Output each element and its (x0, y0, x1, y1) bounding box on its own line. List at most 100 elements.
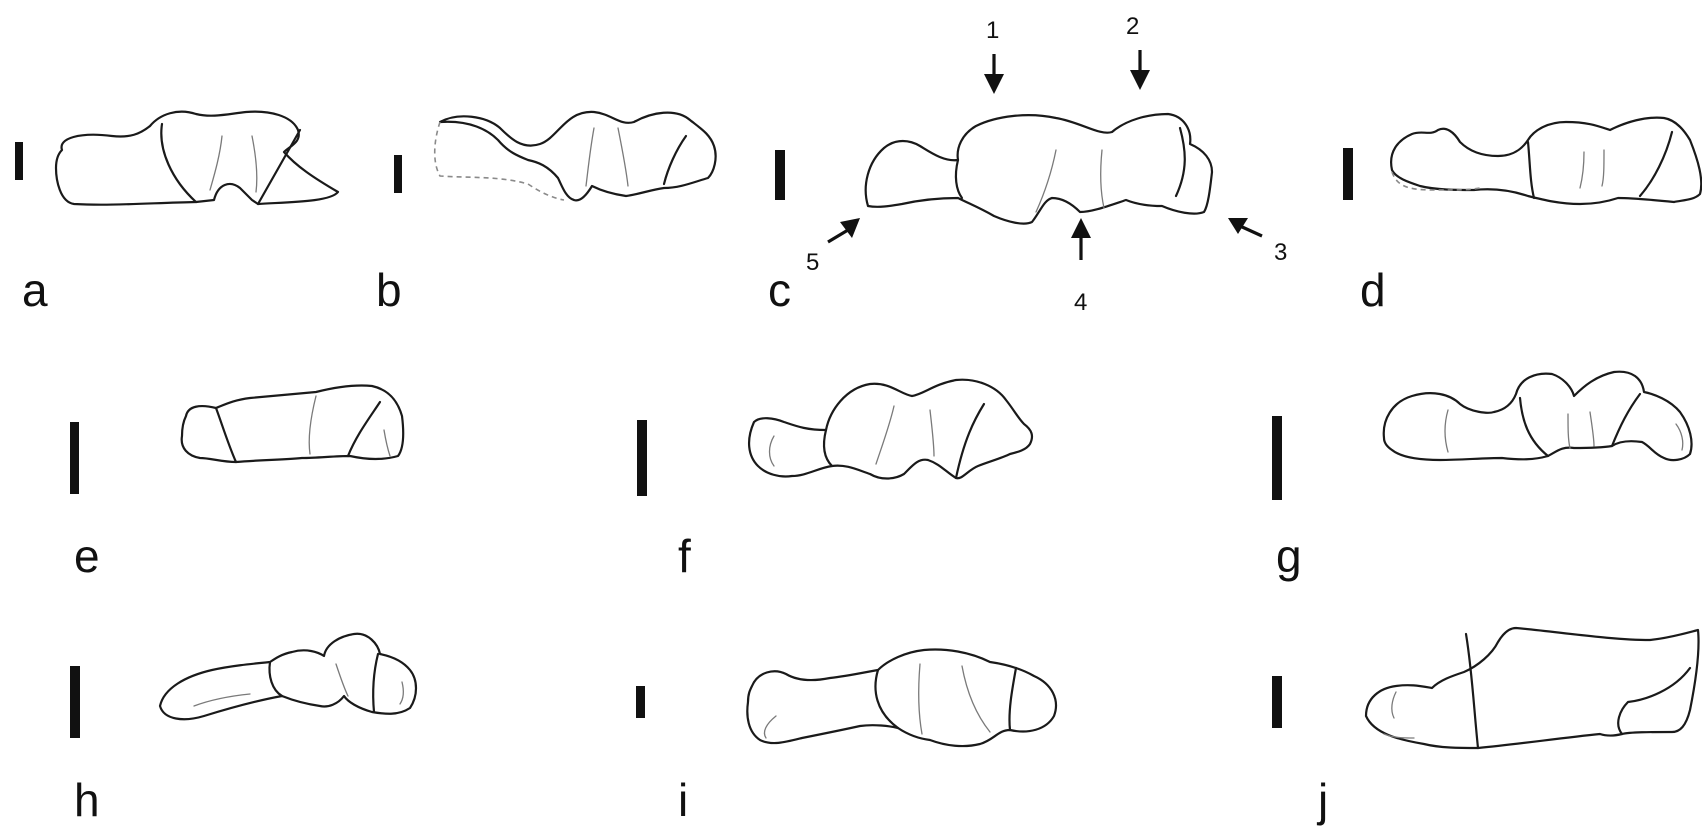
arrow-2: 2 (1126, 13, 1150, 90)
bone-joint-g1 (1518, 396, 1550, 458)
bone-joint-c1 (954, 158, 964, 200)
bone-detail-f3 (768, 435, 775, 467)
scale-bar-a (15, 142, 23, 180)
scale-bar-f (637, 420, 647, 496)
bone-detail-f1 (875, 405, 895, 465)
bone-outline-d (1390, 116, 1702, 206)
bone-joint-i1 (874, 668, 900, 730)
bone-joint-e2 (346, 400, 382, 458)
bone-detail-i2 (961, 665, 991, 733)
bone-joint-e1 (214, 406, 238, 464)
bone-joint-i2 (1008, 666, 1018, 732)
bone-joint-a1 (160, 122, 198, 204)
bone-detail-i3 (763, 715, 777, 739)
bone-joint-g2 (1610, 392, 1642, 448)
arrow-label-3: 3 (1274, 239, 1287, 266)
bone-outline-f (748, 378, 1034, 480)
bone-detail-d1 (1579, 151, 1585, 189)
arrow-3: 3 (1228, 218, 1287, 266)
panel-a: a (15, 110, 340, 316)
bone-detail-c2 (1100, 149, 1105, 209)
bone-detail-j2 (1391, 691, 1397, 719)
arrow-3-shaft (1239, 224, 1263, 238)
arrow-4-head (1071, 218, 1091, 238)
panel-b: b (376, 110, 717, 316)
bone-outline-b (438, 110, 717, 202)
scale-bar-g (1272, 416, 1282, 500)
arrow-5: 5 (806, 218, 860, 276)
panel-label-i: i (678, 774, 688, 826)
bone-joint-d2 (1638, 130, 1674, 198)
bone-detail-f2 (929, 409, 935, 457)
bone-joint-b (662, 134, 688, 186)
bone-joint-a2 (256, 128, 302, 206)
arrow-1-head (984, 74, 1004, 94)
scale-bar-d (1343, 148, 1353, 200)
panel-d: d (1343, 116, 1702, 316)
panel-label-c: c (768, 264, 791, 316)
bone-detail-a1 (209, 135, 223, 191)
bone-joint-h1 (268, 660, 284, 698)
arrow-label-5: 5 (806, 249, 819, 276)
arrow-3-head (1228, 218, 1248, 234)
arrow-label-2: 2 (1126, 13, 1139, 40)
panel-g: g (1272, 370, 1693, 582)
bone-detail-g3 (1444, 409, 1449, 453)
bone-joint-d1 (1526, 140, 1536, 200)
scale-bar-i (636, 686, 645, 718)
arrow-label-1: 1 (986, 17, 999, 44)
bone-joint-h2 (372, 652, 380, 714)
scale-bar-e (70, 422, 79, 494)
arrow-5-head (840, 218, 860, 238)
bone-detail-c1 (1035, 149, 1057, 213)
bone-outline-e (180, 384, 405, 464)
panel-label-f: f (678, 530, 691, 582)
arrow-label-4: 4 (1074, 289, 1087, 316)
bone-missing-b (433, 121, 565, 201)
panel-j: j (1272, 626, 1700, 826)
arrow-2-head (1130, 70, 1150, 90)
bone-outline-g (1382, 370, 1693, 462)
panel-label-j: j (1316, 774, 1328, 826)
bone-detail-h1 (193, 693, 251, 707)
panel-c: 1 2 3 4 5 c (768, 13, 1287, 316)
panel-label-b: b (376, 264, 402, 316)
bone-detail-e2 (383, 429, 391, 457)
bone-outline-a (54, 110, 340, 206)
arrow-4: 4 (1071, 218, 1091, 316)
bone-detail-b2 (617, 127, 629, 187)
bone-detail-e1 (308, 395, 317, 455)
bone-detail-h3 (399, 681, 404, 705)
scale-bar-h (70, 666, 80, 738)
bone-joint-f1 (822, 428, 834, 468)
bone-joint-c2 (1174, 126, 1186, 198)
bone-outline-c (864, 112, 1214, 225)
scale-bar-j (1272, 676, 1282, 728)
panel-h: h (70, 632, 418, 826)
arrow-5-shaft (827, 228, 849, 244)
panel-label-a: a (22, 264, 48, 316)
panel-label-g: g (1276, 530, 1302, 582)
bone-outline-h (158, 632, 418, 721)
panel-e: e (70, 384, 405, 582)
bone-detail-j1 (1383, 733, 1415, 739)
bone-detail-g4 (1675, 423, 1684, 451)
bone-detail-h2 (335, 663, 349, 697)
bone-detail-i1 (918, 663, 923, 735)
scale-bar-b (394, 155, 402, 193)
bone-detail-a2 (251, 135, 258, 193)
panel-label-h: h (74, 774, 100, 826)
arrow-1: 1 (984, 17, 1004, 94)
panel-label-d: d (1360, 264, 1386, 316)
bone-joint-j2 (1617, 666, 1692, 736)
bone-detail-g1 (1567, 413, 1571, 449)
bone-outline-i (746, 648, 1058, 748)
bone-missing-d (1391, 171, 1481, 191)
bone-detail-d2 (1601, 149, 1605, 187)
bone-detail-g2 (1589, 411, 1595, 447)
bone-outline-j (1364, 626, 1700, 750)
bone-joint-j1 (1464, 632, 1480, 750)
bone-detail-b1 (585, 127, 595, 187)
